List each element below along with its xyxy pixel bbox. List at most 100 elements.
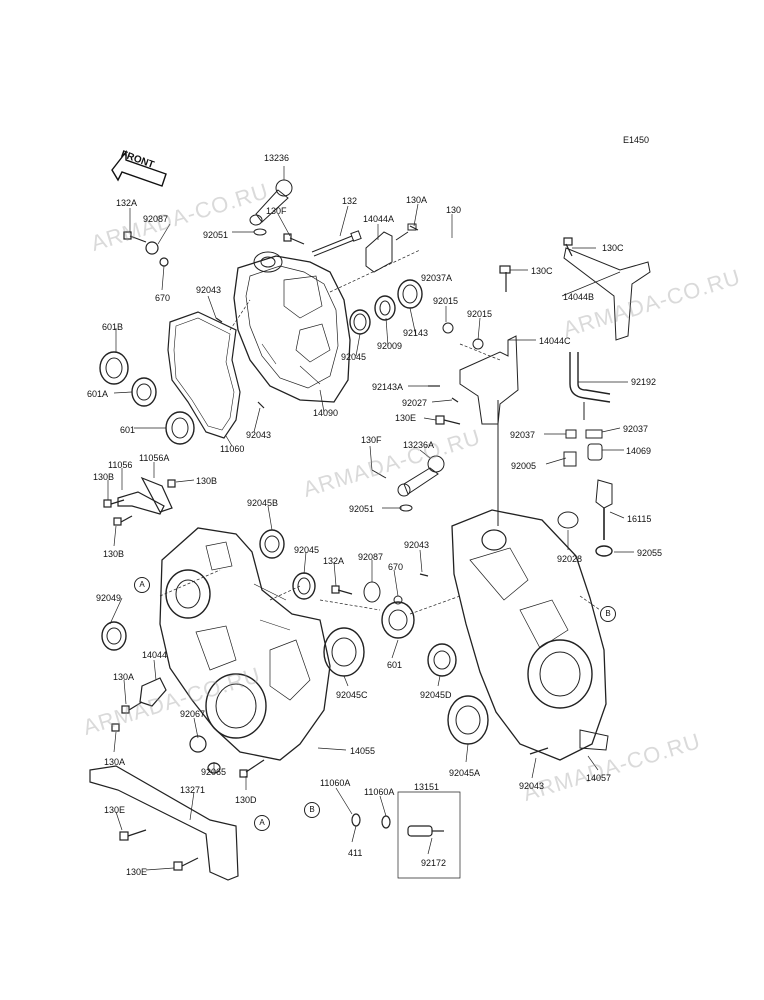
right-case-14057-drawing (451, 400, 609, 761)
part-label: 13236A (403, 440, 435, 450)
part-label: 92067 (180, 709, 206, 719)
seal-group-middle-drawing (101, 511, 579, 745)
dipstick-16115-drawing (595, 479, 613, 557)
part-label: 92027 (402, 398, 428, 408)
seal-group-upper-drawing (349, 279, 484, 350)
part-label: 14044 (142, 650, 168, 660)
part-label: 130B (93, 472, 115, 482)
ref-mark-a: A (254, 815, 270, 831)
part-label: 11056A (139, 453, 170, 463)
part-label: 13271 (180, 785, 206, 795)
ref-mark-a: A (134, 577, 150, 593)
part-label: 11060 (220, 444, 245, 454)
part-label: 92087 (358, 552, 384, 562)
part-label: 130A (406, 195, 428, 205)
part-label: 92015 (433, 296, 459, 306)
part-label: 14044B (563, 292, 595, 302)
leader-lines (107, 166, 634, 879)
part-label: 92043 (196, 285, 222, 295)
part-label: 11060A (364, 787, 395, 797)
part-label: 601B (102, 322, 124, 332)
bracket-14044a-drawing (365, 223, 419, 273)
part-label: 92065 (201, 767, 227, 777)
ref-mark-b: B (600, 606, 616, 622)
part-label: 13236 (264, 153, 290, 163)
part-label: 670 (155, 293, 171, 303)
diagram-code: E1450 (623, 135, 650, 145)
gasket-11060-drawing (167, 311, 241, 439)
part-label: 92028 (557, 554, 583, 564)
part-label: 411 (348, 848, 363, 858)
part-label: 130C (531, 266, 553, 276)
part-label: 130E (126, 867, 148, 877)
part-label: 92087 (143, 214, 169, 224)
part-label: 92045 (341, 352, 367, 362)
bolt-132-drawing (311, 230, 362, 257)
part-label: 11060A (320, 778, 351, 788)
part-label: 92143 (403, 328, 429, 338)
part-label: 92005 (511, 461, 537, 471)
part-label: 670 (388, 562, 404, 572)
ref-mark-b: B (304, 802, 320, 818)
part-label: 14069 (626, 446, 652, 456)
part-label: 130E (104, 805, 126, 815)
part-label: 92045D (420, 690, 452, 700)
part-label: 92045C (336, 690, 368, 700)
shift-arm-13236a-drawing (371, 455, 445, 512)
part-label: 130F (361, 435, 382, 445)
bearing-group-left-drawing (99, 351, 195, 445)
part-label: 130B (196, 476, 218, 486)
part-label: 601 (387, 660, 403, 670)
part-label: 92037 (510, 430, 536, 440)
part-label: 92037 (623, 424, 649, 434)
part-label: 92045A (449, 768, 481, 778)
part-label: 132 (342, 196, 358, 206)
bracket-14044c-drawing (459, 335, 519, 425)
part-label: 92043 (404, 540, 430, 550)
part-label: 92049 (96, 593, 122, 603)
part-label: 130A (104, 757, 126, 767)
part-label: 14044C (539, 336, 571, 346)
part-label: 14090 (313, 408, 339, 418)
part-label: 14057 (586, 773, 612, 783)
part-label: 130B (103, 549, 125, 559)
part-label: 92172 (421, 858, 447, 868)
breather-14069-drawing (563, 429, 603, 467)
part-label: 92043 (519, 781, 545, 791)
left-case-14055-drawing (159, 527, 331, 761)
part-label: 92045 (294, 545, 320, 555)
upper-cover-14090-drawing (233, 251, 351, 403)
part-label: 92192 (631, 377, 657, 387)
part-label: 92051 (349, 504, 375, 514)
part-label: 601A (87, 389, 109, 399)
part-label: 14044A (363, 214, 395, 224)
hose-92192-drawing (569, 352, 611, 420)
part-label: 601 (120, 425, 136, 435)
part-label: 13151 (414, 782, 440, 792)
part-label: 130 (446, 205, 462, 215)
part-label: 92015 (467, 309, 493, 319)
part-label: 11056 (108, 460, 133, 470)
part-label: 92055 (637, 548, 663, 558)
part-label: 130E (395, 413, 417, 423)
part-label: 132A (323, 556, 345, 566)
part-label: 130F (266, 206, 287, 216)
part-label: 14055 (350, 746, 376, 756)
gasket-13271-drawing (89, 765, 239, 881)
part-label: 92143A (372, 382, 404, 392)
part-label: 92037A (421, 273, 453, 283)
part-label: 130D (235, 795, 257, 805)
part-label: 16115 (627, 514, 652, 524)
bracket-14044b-drawing (563, 247, 651, 341)
bolt-set-drawing (103, 231, 573, 871)
part-label: 132A (116, 198, 138, 208)
front-arrow-icon (111, 149, 167, 187)
part-label: 92051 (203, 230, 229, 240)
part-label: 130C (602, 243, 624, 253)
part-label: 130A (113, 672, 135, 682)
part-label: 92043 (246, 430, 272, 440)
part-label: 92045B (247, 498, 279, 508)
part-label: 92009 (377, 341, 403, 351)
